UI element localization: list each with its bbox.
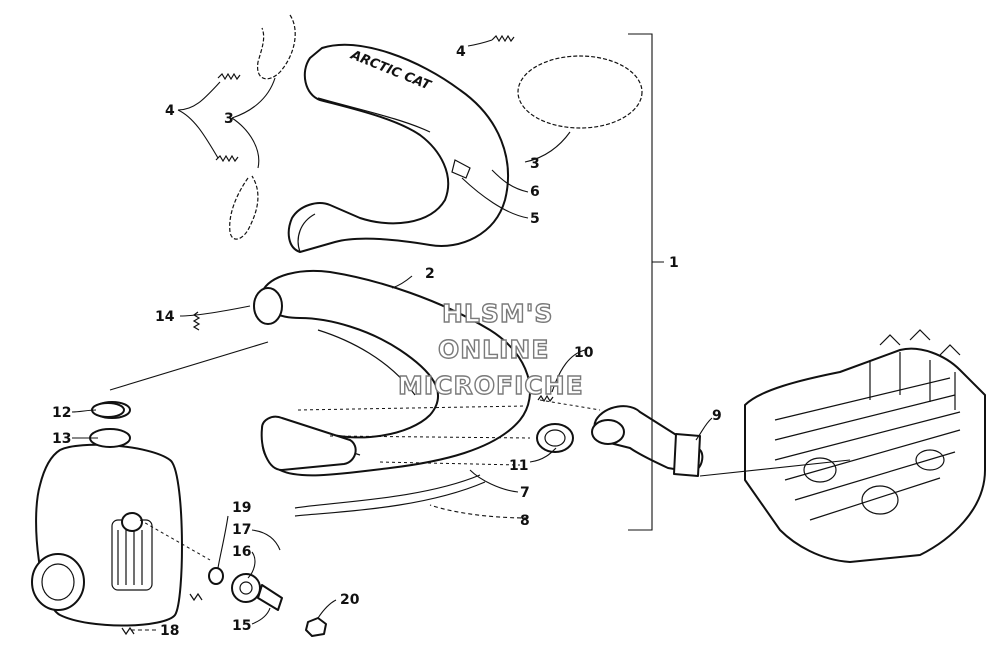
watermark-line-2: ONLINE: [438, 335, 549, 364]
grommet: [231, 573, 261, 603]
leader-lines: [71, 39, 851, 631]
callout-5: 5: [530, 211, 540, 227]
callout-18: 18: [160, 623, 179, 639]
engine-block: [744, 329, 986, 563]
callout-13: 13: [52, 431, 71, 447]
callout-12: 12: [52, 405, 71, 421]
callout-4-left: 4: [165, 103, 175, 119]
watermark: HLSM'S ONLINE MICROFICHE: [397, 298, 584, 400]
spring-10: [537, 394, 554, 403]
gasket-11: [536, 423, 574, 453]
assembly-bracket: [628, 33, 664, 531]
spring-clamp-upper-left: [256, 14, 296, 80]
callouts: 1 2 3 3 4 4 5 6 7 8 9 10 11 12 13 14 15 …: [52, 44, 722, 639]
spring-small-c: [491, 34, 515, 43]
muffler-springs: [121, 592, 203, 636]
spring-small-a: [217, 72, 241, 81]
callout-7: 7: [520, 485, 530, 501]
callout-1: 1: [669, 255, 679, 271]
spring-clamp-right: [517, 55, 643, 129]
nut: [305, 617, 327, 637]
callout-16: 16: [232, 544, 251, 560]
callout-10: 10: [574, 345, 594, 361]
spring-clamp-lower-left: [229, 175, 259, 240]
heat-shield: ARCTIC CAT: [287, 43, 509, 253]
callout-3-left: 3: [224, 111, 234, 127]
callout-3-right: 3: [530, 156, 540, 172]
exhaust-manifold: [591, 405, 704, 477]
callout-6: 6: [530, 184, 540, 200]
callout-17: 17: [232, 522, 251, 538]
watermark-line-3: MICROFICHE: [398, 371, 584, 400]
callout-8: 8: [520, 513, 530, 529]
callout-11: 11: [509, 458, 528, 474]
callout-9: 9: [712, 408, 722, 424]
callout-2: 2: [425, 266, 435, 282]
expansion-chamber: [253, 269, 531, 517]
gasket-12: [91, 402, 125, 418]
callout-4-top: 4: [456, 44, 466, 60]
callout-15: 15: [232, 618, 251, 634]
spring-small-b: [215, 154, 239, 163]
washer: [208, 567, 224, 585]
callout-14: 14: [155, 309, 175, 325]
mounting-bolt: [257, 584, 283, 611]
watermark-line-1: HLSM'S: [442, 299, 553, 328]
callout-20: 20: [340, 592, 360, 608]
callout-19: 19: [232, 500, 251, 516]
